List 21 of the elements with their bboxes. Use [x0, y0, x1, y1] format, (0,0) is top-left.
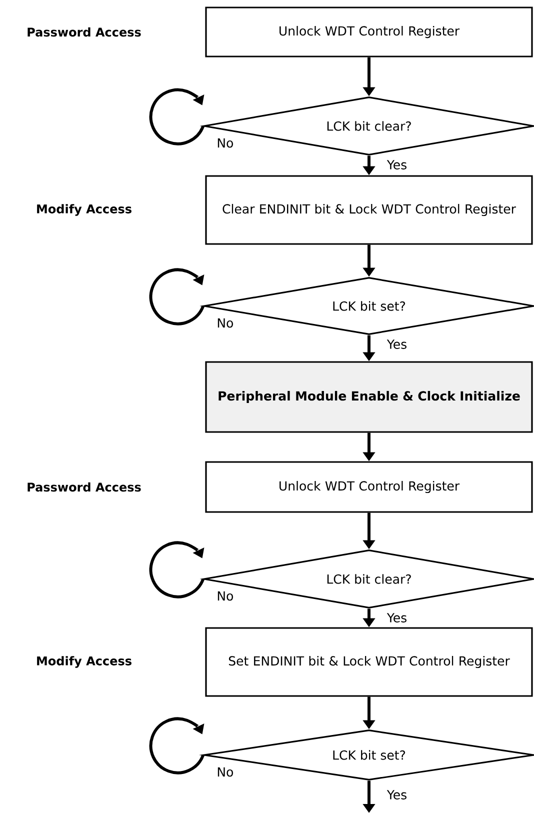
loop-arrow — [149, 541, 205, 598]
side-label: Modify Access — [37, 204, 132, 216]
loop-arrow — [149, 88, 205, 146]
edge-label: Yes — [386, 612, 408, 624]
edge-label: No — [216, 590, 235, 602]
edge-label: No — [216, 317, 235, 329]
edge-label: Yes — [386, 789, 408, 800]
edge-label: Yes — [386, 338, 408, 350]
loop-arrow — [149, 268, 205, 326]
process-box: Unlock WDT Control Register — [205, 6, 533, 58]
side-label: Password Access — [28, 27, 141, 37]
edge-label: No — [216, 766, 235, 778]
side-label: Modify Access — [37, 656, 132, 668]
process-box: Peripheral Module Enable & Clock Initialize — [205, 361, 533, 433]
loop-arrow — [149, 717, 205, 774]
process-box: Set ENDINIT bit & Lock WDT Control Register — [205, 627, 533, 697]
edge-label: No — [216, 137, 235, 149]
edge-label: Yes — [386, 159, 408, 170]
process-box: Clear ENDINIT bit & Lock WDT Control Register — [205, 175, 533, 245]
process-box: Unlock WDT Control Register — [205, 461, 533, 513]
side-label: Password Access — [28, 482, 141, 492]
